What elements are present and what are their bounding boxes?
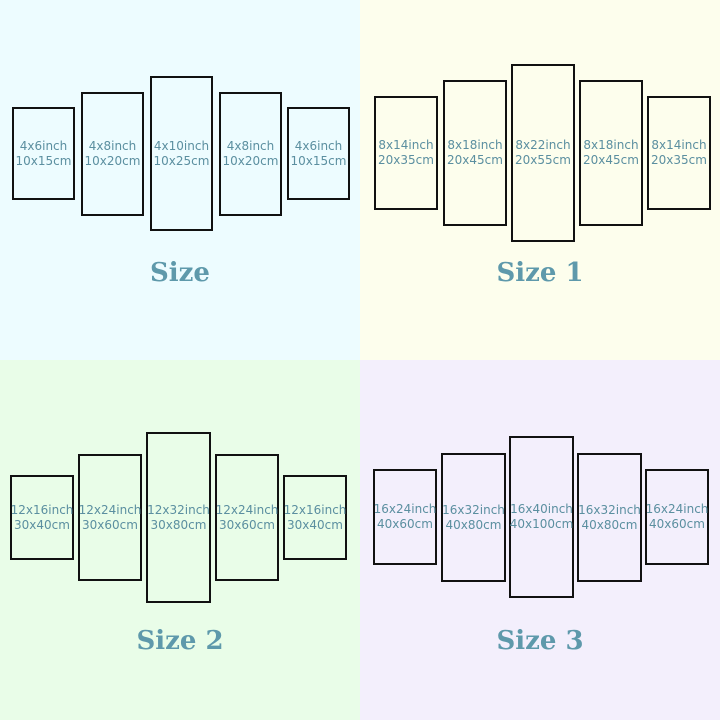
panel-cm-label: 20x45cm: [447, 153, 503, 167]
panel-cm-label: 30x40cm: [287, 517, 343, 532]
panel-cm-label: 40x100cm: [509, 517, 574, 531]
panel-inch-label: 4x6inch: [19, 138, 68, 153]
panel-cm-label: 10x20cm: [84, 154, 141, 168]
panel-cm-label: 40x60cm: [377, 517, 433, 531]
panel-cm-label: 30x60cm: [219, 517, 275, 532]
panel-inch-label: 4x8inch: [88, 139, 137, 153]
panel-cm-label: 40x80cm: [581, 517, 638, 532]
panel-cm-label: 30x40cm: [14, 517, 70, 532]
canvas-panel: 4x8inch 10x20cm: [81, 92, 144, 216]
canvas-panel: 16x24inch 40x60cm: [373, 469, 437, 565]
canvas-panel: 12x24inch 30x60cm: [78, 454, 142, 581]
panel-inch-label: 8x18inch: [583, 138, 639, 152]
panel-cm-label: 10x20cm: [222, 154, 279, 168]
panel-cm-label: 10x25cm: [153, 153, 210, 168]
size-title: Size 3: [496, 626, 584, 656]
panel-cm-label: 40x80cm: [445, 517, 502, 532]
canvas-panel: 16x32inch 40x80cm: [441, 453, 506, 582]
canvas-panel: 4x10inch 10x25cm: [150, 76, 213, 231]
panel-inch-label: 12x16inch: [10, 502, 74, 517]
panel-inch-label: 16x24inch: [645, 502, 709, 516]
size-quadrant: 12x16inch 30x40cm 12x24inch 30x60cm 12x3…: [0, 360, 360, 720]
panel-cm-label: 10x15cm: [290, 153, 347, 168]
panel-cm-label: 10x15cm: [15, 153, 72, 168]
panel-inch-label: 16x24inch: [373, 502, 437, 516]
canvas-panel: 12x32inch 30x80cm: [146, 432, 211, 603]
canvas-panel: 4x8inch 10x20cm: [219, 92, 282, 216]
panel-inch-label: 8x18inch: [447, 138, 503, 152]
canvas-panel: 8x18inch 20x45cm: [443, 80, 507, 226]
canvas-panel: 12x24inch 30x60cm: [215, 454, 279, 581]
panel-inch-label: 16x40inch: [510, 502, 573, 516]
size-title: Size: [150, 258, 210, 288]
canvas-panel: 16x40inch 40x100cm: [509, 436, 574, 598]
panel-inch-label: 12x24inch: [215, 502, 279, 517]
canvas-panel: 8x14inch 20x35cm: [647, 96, 711, 210]
panel-cm-label: 20x45cm: [583, 153, 639, 167]
panel-cm-label: 40x60cm: [649, 517, 705, 531]
panel-cm-label: 30x80cm: [150, 517, 207, 532]
canvas-panel: 8x18inch 20x45cm: [579, 80, 643, 226]
panel-inch-label: 16x32inch: [442, 502, 505, 517]
panel-cm-label: 20x35cm: [378, 153, 434, 167]
panel-inch-label: 8x22inch: [515, 138, 571, 152]
canvas-panel: 16x32inch 40x80cm: [577, 453, 642, 582]
panel-cm-label: 20x35cm: [651, 153, 707, 167]
canvas-panel: 4x6inch 10x15cm: [287, 107, 350, 200]
canvas-panel: 4x6inch 10x15cm: [12, 107, 75, 200]
panel-inch-label: 16x32inch: [578, 502, 641, 517]
panel-inch-label: 12x24inch: [78, 502, 142, 517]
size-quadrant: 4x6inch 10x15cm 4x8inch 10x20cm 4x10inch…: [0, 0, 360, 360]
panel-inch-label: 4x8inch: [226, 139, 275, 153]
size-title: Size 1: [496, 258, 584, 288]
panel-cm-label: 30x60cm: [82, 517, 138, 532]
canvas-panel: 12x16inch 30x40cm: [283, 475, 347, 560]
size-title: Size 2: [136, 626, 224, 656]
panel-inch-label: 12x32inch: [147, 502, 210, 517]
panel-cm-label: 20x55cm: [515, 153, 571, 167]
panel-inch-label: 4x10inch: [153, 138, 210, 153]
canvas-panel: 12x16inch 30x40cm: [10, 475, 74, 560]
canvas-panel: 8x22inch 20x55cm: [511, 64, 575, 242]
panel-inch-label: 4x6inch: [294, 138, 343, 153]
panel-inch-label: 8x14inch: [378, 138, 434, 152]
size-quadrant: 16x24inch 40x60cm 16x32inch 40x80cm 16x4…: [360, 360, 720, 720]
panel-inch-label: 12x16inch: [283, 502, 347, 517]
canvas-panel: 8x14inch 20x35cm: [374, 96, 438, 210]
canvas-panel: 16x24inch 40x60cm: [645, 469, 709, 565]
size-quadrant: 8x14inch 20x35cm 8x18inch 20x45cm 8x22in…: [360, 0, 720, 360]
panel-inch-label: 8x14inch: [651, 138, 707, 152]
